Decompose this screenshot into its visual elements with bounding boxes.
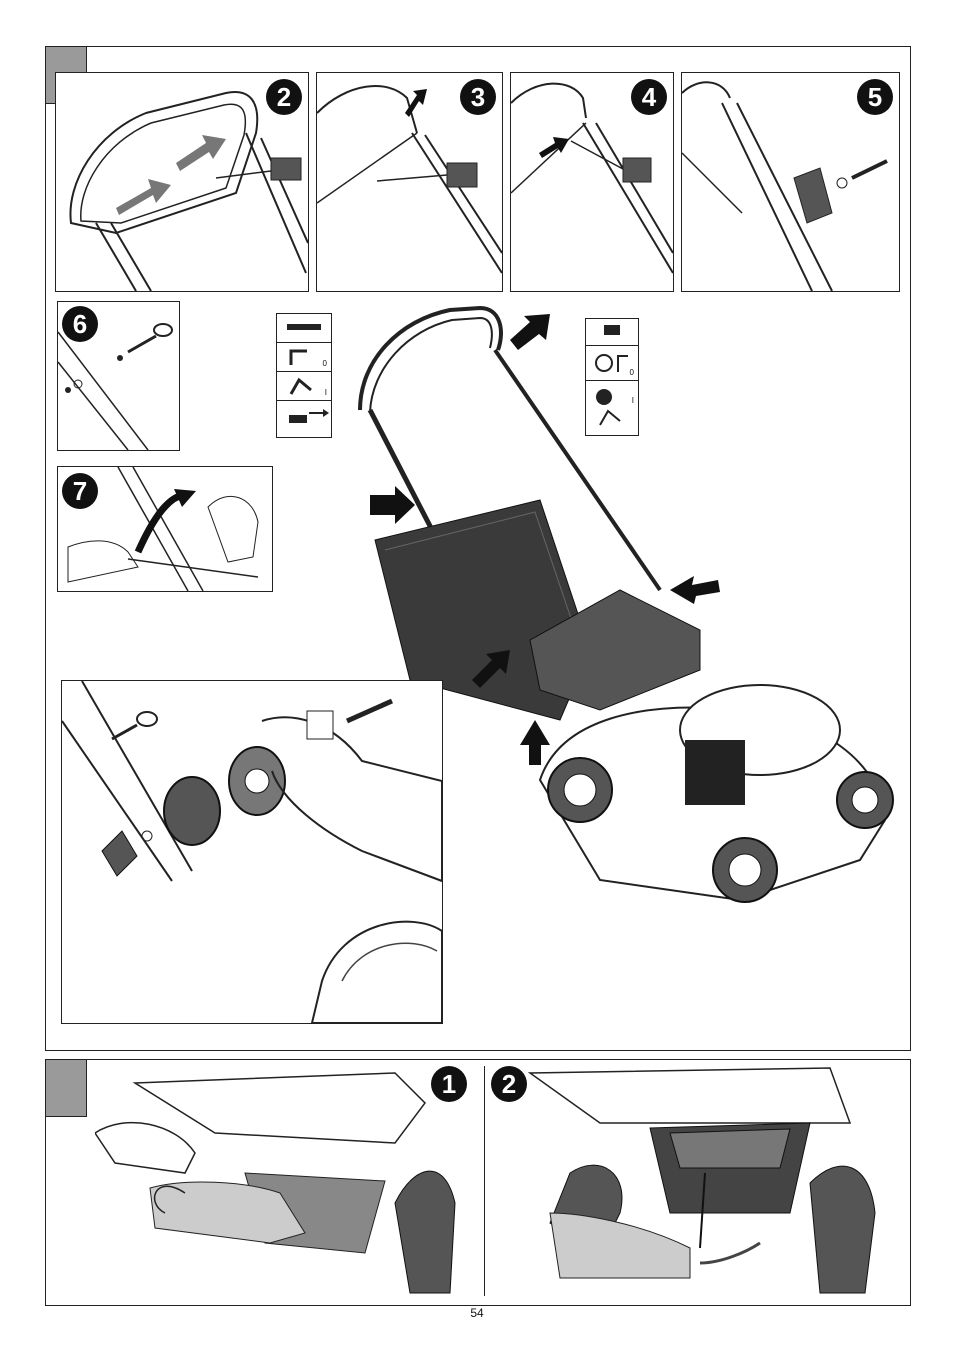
panel-step-4: 4 (510, 72, 674, 292)
page-number: 54 (0, 1306, 954, 1320)
panel-step-2: 2 (55, 72, 309, 292)
control-legend-left: 0 I (276, 313, 332, 438)
legend-cell-on: I (277, 372, 331, 401)
lever-on-icon (277, 372, 331, 400)
panel-step-7: 7 (57, 466, 273, 592)
brake-bar-icon (277, 314, 331, 342)
step-badge-5: 5 (857, 79, 893, 115)
panel-step-3: 3 (316, 72, 503, 292)
legend-cell-drive (277, 401, 331, 429)
legend-left-mark-1: I (325, 388, 327, 397)
section-tab-bottom (46, 1060, 87, 1117)
legend-cell-brake-bar (277, 314, 331, 343)
step-badge-2: 2 (266, 79, 302, 115)
grass-bag-hook-illustration (490, 1063, 900, 1301)
height-lever-exploded-illustration (62, 681, 442, 1023)
legend-cell-off: 0 (277, 343, 331, 372)
step-badge-3: 3 (460, 79, 496, 115)
step-badge-bottom-1: 1 (431, 1066, 467, 1102)
panel-step-6: 6 (57, 301, 180, 451)
panel-exploded-view (61, 680, 443, 1024)
panel-step-5: 5 (681, 72, 900, 292)
step-badge-7: 7 (62, 473, 98, 509)
step-badge-bottom-2: 2 (491, 1066, 527, 1102)
rear-flap-lift-illustration (95, 1063, 475, 1301)
step-badge-6: 6 (62, 306, 98, 342)
step-badge-4: 4 (631, 79, 667, 115)
bottom-divider (484, 1066, 485, 1296)
legend-left-mark-0: 0 (323, 359, 327, 368)
mower-drive-icon (277, 401, 331, 429)
